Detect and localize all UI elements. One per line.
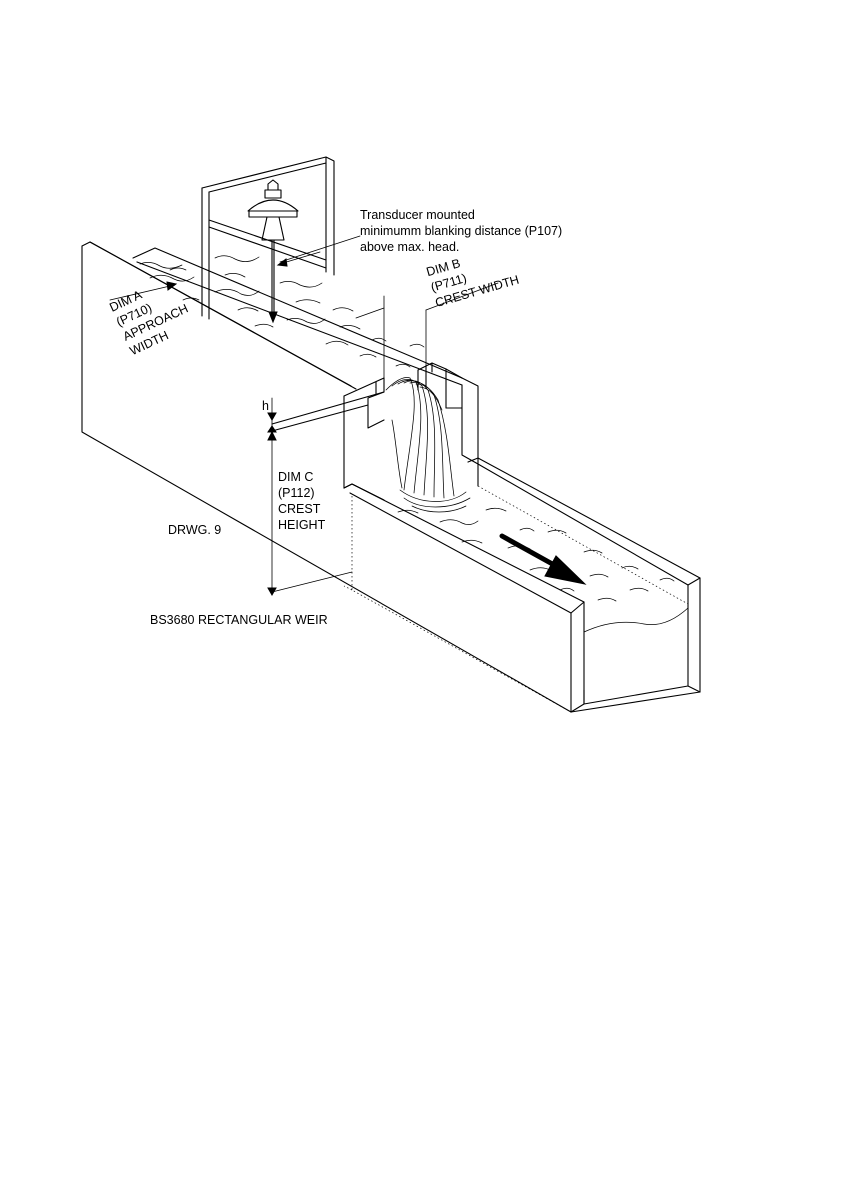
dim-c-line3: CREST [278, 502, 321, 516]
transducer-icon [248, 180, 298, 322]
dim-b-leader [356, 283, 498, 392]
drawing-caption: BS3680 RECTANGULAR WEIR [150, 613, 328, 627]
downstream-channel [344, 458, 700, 712]
drawing-number: DRWG. 9 [168, 523, 221, 537]
h-dimension [268, 392, 384, 432]
dim-c-line4: HEIGHT [278, 518, 326, 532]
flow-arrow-icon [502, 536, 585, 584]
dim-c-line1: DIM C [278, 470, 313, 484]
nappe [386, 378, 470, 513]
transducer-note-line2: minimumm blanking distance (P107) [360, 224, 562, 238]
transducer-note: Transducer mounted minimumm blanking dis… [360, 208, 562, 254]
transducer-leader [278, 236, 360, 266]
approach-channel [82, 242, 571, 712]
h-label: h [262, 399, 269, 413]
dim-a-label: DIM A (P710) APPROACH WIDTH [107, 272, 197, 358]
dim-c-label: DIM C (P112) CREST HEIGHT [278, 470, 326, 532]
transducer-note-line1: Transducer mounted [360, 208, 475, 222]
transducer-note-line3: above max. head. [360, 240, 459, 254]
dim-c-line2: (P112) [278, 486, 315, 500]
transducer-frame [202, 157, 334, 319]
